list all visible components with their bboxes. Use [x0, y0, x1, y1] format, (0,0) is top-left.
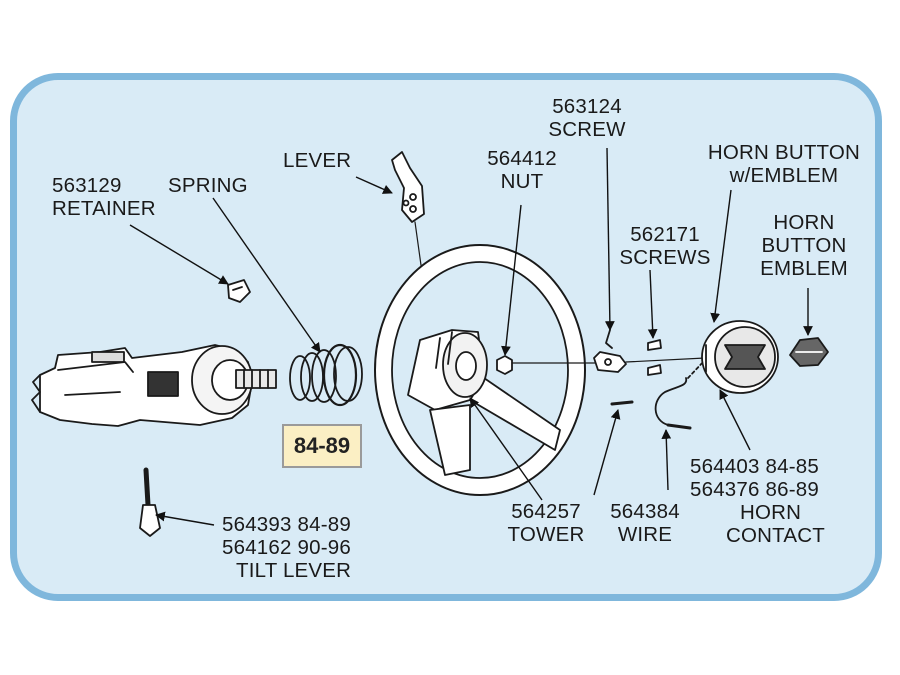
spring-part	[289, 343, 363, 407]
screw-part	[593, 329, 627, 373]
label-spring: SPRING	[168, 174, 248, 197]
year-badge: 84-89	[282, 424, 362, 468]
steering-wheel	[374, 244, 586, 496]
nut-part	[496, 355, 513, 375]
tilt-lever-part	[139, 467, 161, 537]
retainer-part	[227, 279, 251, 303]
horn-emblem-part	[789, 337, 829, 367]
screws-part	[647, 339, 662, 376]
horn-button-part	[701, 320, 779, 394]
steering-column	[31, 344, 277, 427]
label-lever: LEVER	[283, 149, 352, 172]
callout-arrows	[129, 147, 813, 526]
